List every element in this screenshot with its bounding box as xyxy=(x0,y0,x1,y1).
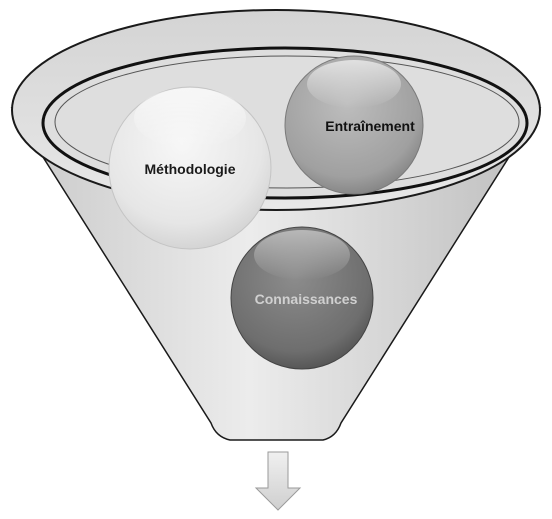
label-entrainement: Entraînement xyxy=(325,118,415,134)
circle-connaissances-shine xyxy=(254,230,350,280)
circle-methodologie-shine xyxy=(134,88,246,148)
circle-connaissances: Connaissances xyxy=(230,226,374,370)
funnel-inner-ring-highlight xyxy=(54,55,520,189)
down-arrow-icon xyxy=(254,451,302,511)
label-methodologie: Méthodologie xyxy=(145,161,236,177)
label-connaissances: Connaissances xyxy=(255,291,358,307)
circle-methodologie: Méthodologie xyxy=(108,86,272,250)
circle-entrainement-shine xyxy=(307,60,401,108)
circle-entrainement: Entraînement xyxy=(284,55,424,195)
